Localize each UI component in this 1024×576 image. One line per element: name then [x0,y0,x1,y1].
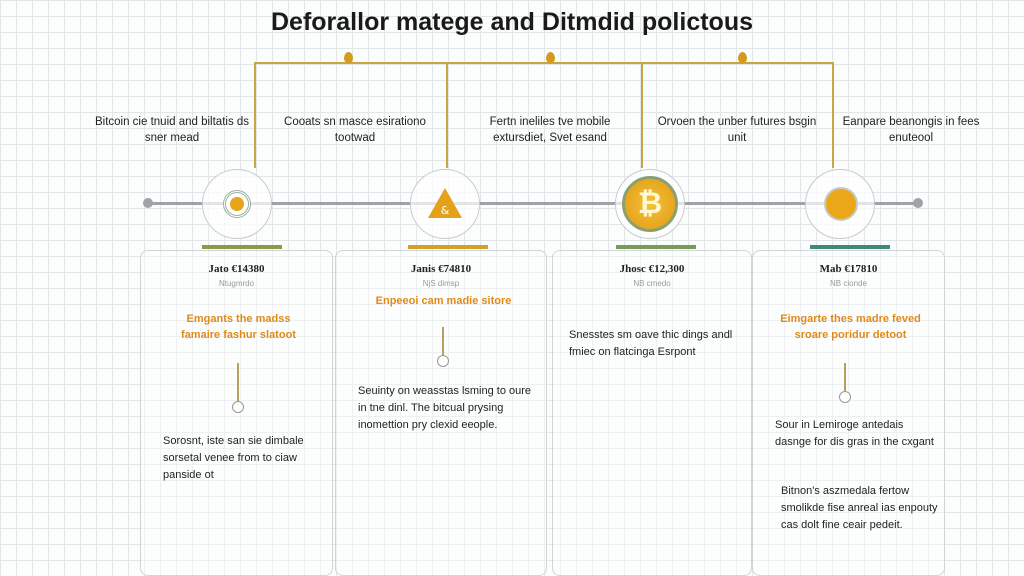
connector-line [254,62,256,168]
warning-triangle-icon: & [428,188,462,218]
pin-line [844,363,846,393]
panel-highlight: Emgants the madss famaire fashur slatoot [181,313,296,341]
panel-body: Seuinty on weasstas lsming to oure in tn… [358,385,532,431]
panel-date: Mab €17810 [819,263,878,275]
status-bar [202,245,282,249]
status-bar [810,245,890,249]
timeline-panel-3: Jhosc €12,300 NB cmedo Snesstes sm oave … [552,250,752,576]
gold-coin-icon [824,187,858,221]
connector-line [446,62,448,168]
drop-marker-icon [738,52,747,63]
status-bar [616,245,696,249]
top-note: Eanpare beanongis in fees enuteool [842,116,980,144]
timeline-panel-2: Janis €74810 NjS dimsp Enpeeoi cam madie… [335,250,547,576]
panel-highlight: Eimgarte thes madre feved sroare poridur… [780,313,921,341]
top-note: Bitcoin cie tnuid and biltatis ds sner m… [94,116,250,144]
drop-marker-icon [344,52,353,63]
bitcoin-icon: ₿ [622,176,678,232]
panel-body: Sorosnt, iste san sie dimbale sorsetal v… [163,435,304,481]
pin-icon [437,355,449,367]
pin-icon [839,391,851,403]
pin-line [442,327,444,357]
timeline-panel-4: Mab €17810 NB cionde Eimgarte thes madre… [752,250,945,576]
top-bracket-line [255,62,834,64]
panel-date: Janis €74810 [410,263,472,275]
panel-date: Jhosc €12,300 [619,263,685,275]
panel-subtitle: NB cionde [830,279,867,288]
panel-date: Jato €14380 [208,263,265,275]
timeline-node-2[interactable]: & [410,169,480,239]
timeline-axis [148,202,918,205]
drop-marker-icon [546,52,555,63]
timeline-node-3[interactable]: ₿ [615,169,685,239]
panel-body: Sour in Lemiroge antedais dasnge for dis… [775,419,934,448]
panel-highlight: Enpeeoi cam madie sitore [375,295,512,307]
timeline-end-dot [913,198,923,208]
timeline-node-1[interactable] [202,169,272,239]
timeline-node-4[interactable] [805,169,875,239]
svg-text:&: & [441,204,450,217]
top-note: Fertn ineliles tve mobile extursdiet, Sv… [489,116,611,144]
status-bar [408,245,488,249]
pin-line [237,363,239,403]
panel-subtitle: Ntugmrdo [218,279,255,288]
panel-body-secondary: Bitnon's aszmedala fertow smolikde fise … [781,485,938,531]
panel-subtitle: NjS dimsp [422,279,460,288]
timeline-panel-1: Jato €14380 Ntugmrdo Emgants the madss f… [140,250,333,576]
top-note: Orvoen the unber futures bsgin unit [657,116,817,144]
diagram-title: Deforallor matege and Ditmdid polictous [271,8,753,36]
top-note: Cooats sn masce esirationo tootwad [284,116,426,144]
panel-subtitle: NB cmedo [633,279,671,288]
connector-line [832,62,834,168]
panel-body: Snesstes sm oave thic dings andl fmiec o… [569,329,733,358]
connector-line [641,62,643,168]
timeline-start-dot [143,198,153,208]
pin-icon [232,401,244,413]
